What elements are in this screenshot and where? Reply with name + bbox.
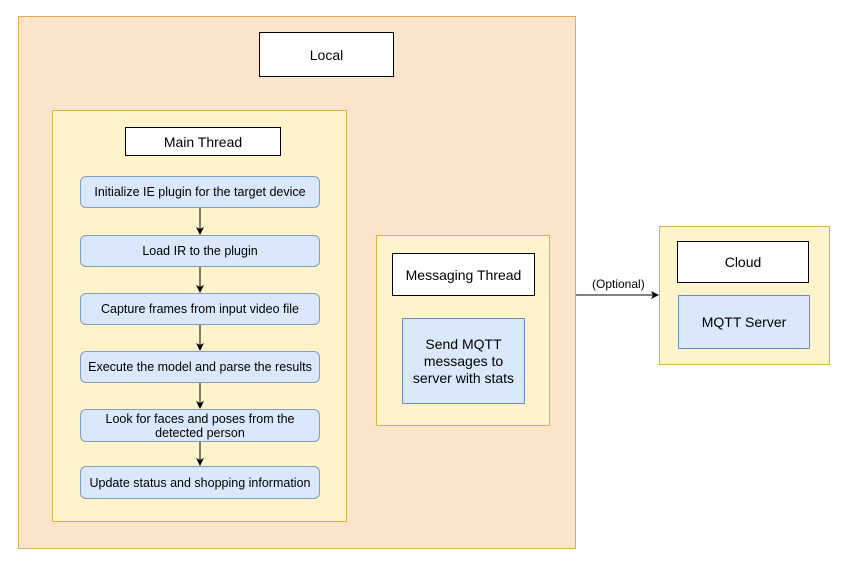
step-capture-frames: Capture frames from input video file <box>80 293 320 325</box>
step-update-status: Update status and shopping information <box>80 466 320 499</box>
step-update-status-text: Update status and shopping information <box>89 475 311 490</box>
cloud-title-text: Cloud <box>724 254 762 270</box>
step-look-for-faces-text: Look for faces and poses from the detect… <box>105 411 295 440</box>
step-load-ir-text: Load IR to the plugin <box>142 244 258 258</box>
mqtt-server-text: MQTT Server <box>701 314 787 330</box>
cloud-title: Cloud <box>677 241 809 283</box>
send-mqtt-task: Send MQTT messages to server with stats <box>402 318 525 404</box>
optional-edge-label: (Optional) <box>591 277 646 291</box>
step-execute-model-text: Execute the model and parse the results <box>88 360 312 374</box>
local-title-text: Local <box>309 46 344 63</box>
step-load-ir: Load IR to the plugin <box>80 235 320 267</box>
step-capture-frames-text: Capture frames from input video file <box>100 302 299 316</box>
main-thread-title: Main Thread <box>125 127 281 156</box>
step-look-for-faces: Look for faces and poses from the detect… <box>80 409 320 442</box>
mqtt-server-box: MQTT Server <box>678 295 810 349</box>
messaging-thread-title-text: Messaging Thread <box>405 266 522 283</box>
step-initialize-plugin-text: Initialize IE plugin for the target devi… <box>94 185 306 199</box>
local-title: Local <box>259 32 394 77</box>
step-initialize-plugin: Initialize IE plugin for the target devi… <box>80 176 320 208</box>
optional-edge-label-text: (Optional) <box>592 277 645 291</box>
step-execute-model: Execute the model and parse the results <box>80 351 320 383</box>
messaging-thread-title: Messaging Thread <box>392 253 535 296</box>
send-mqtt-task-text: Send MQTT messages to server with stats <box>412 335 515 386</box>
main-thread-title-text: Main Thread <box>163 133 243 150</box>
